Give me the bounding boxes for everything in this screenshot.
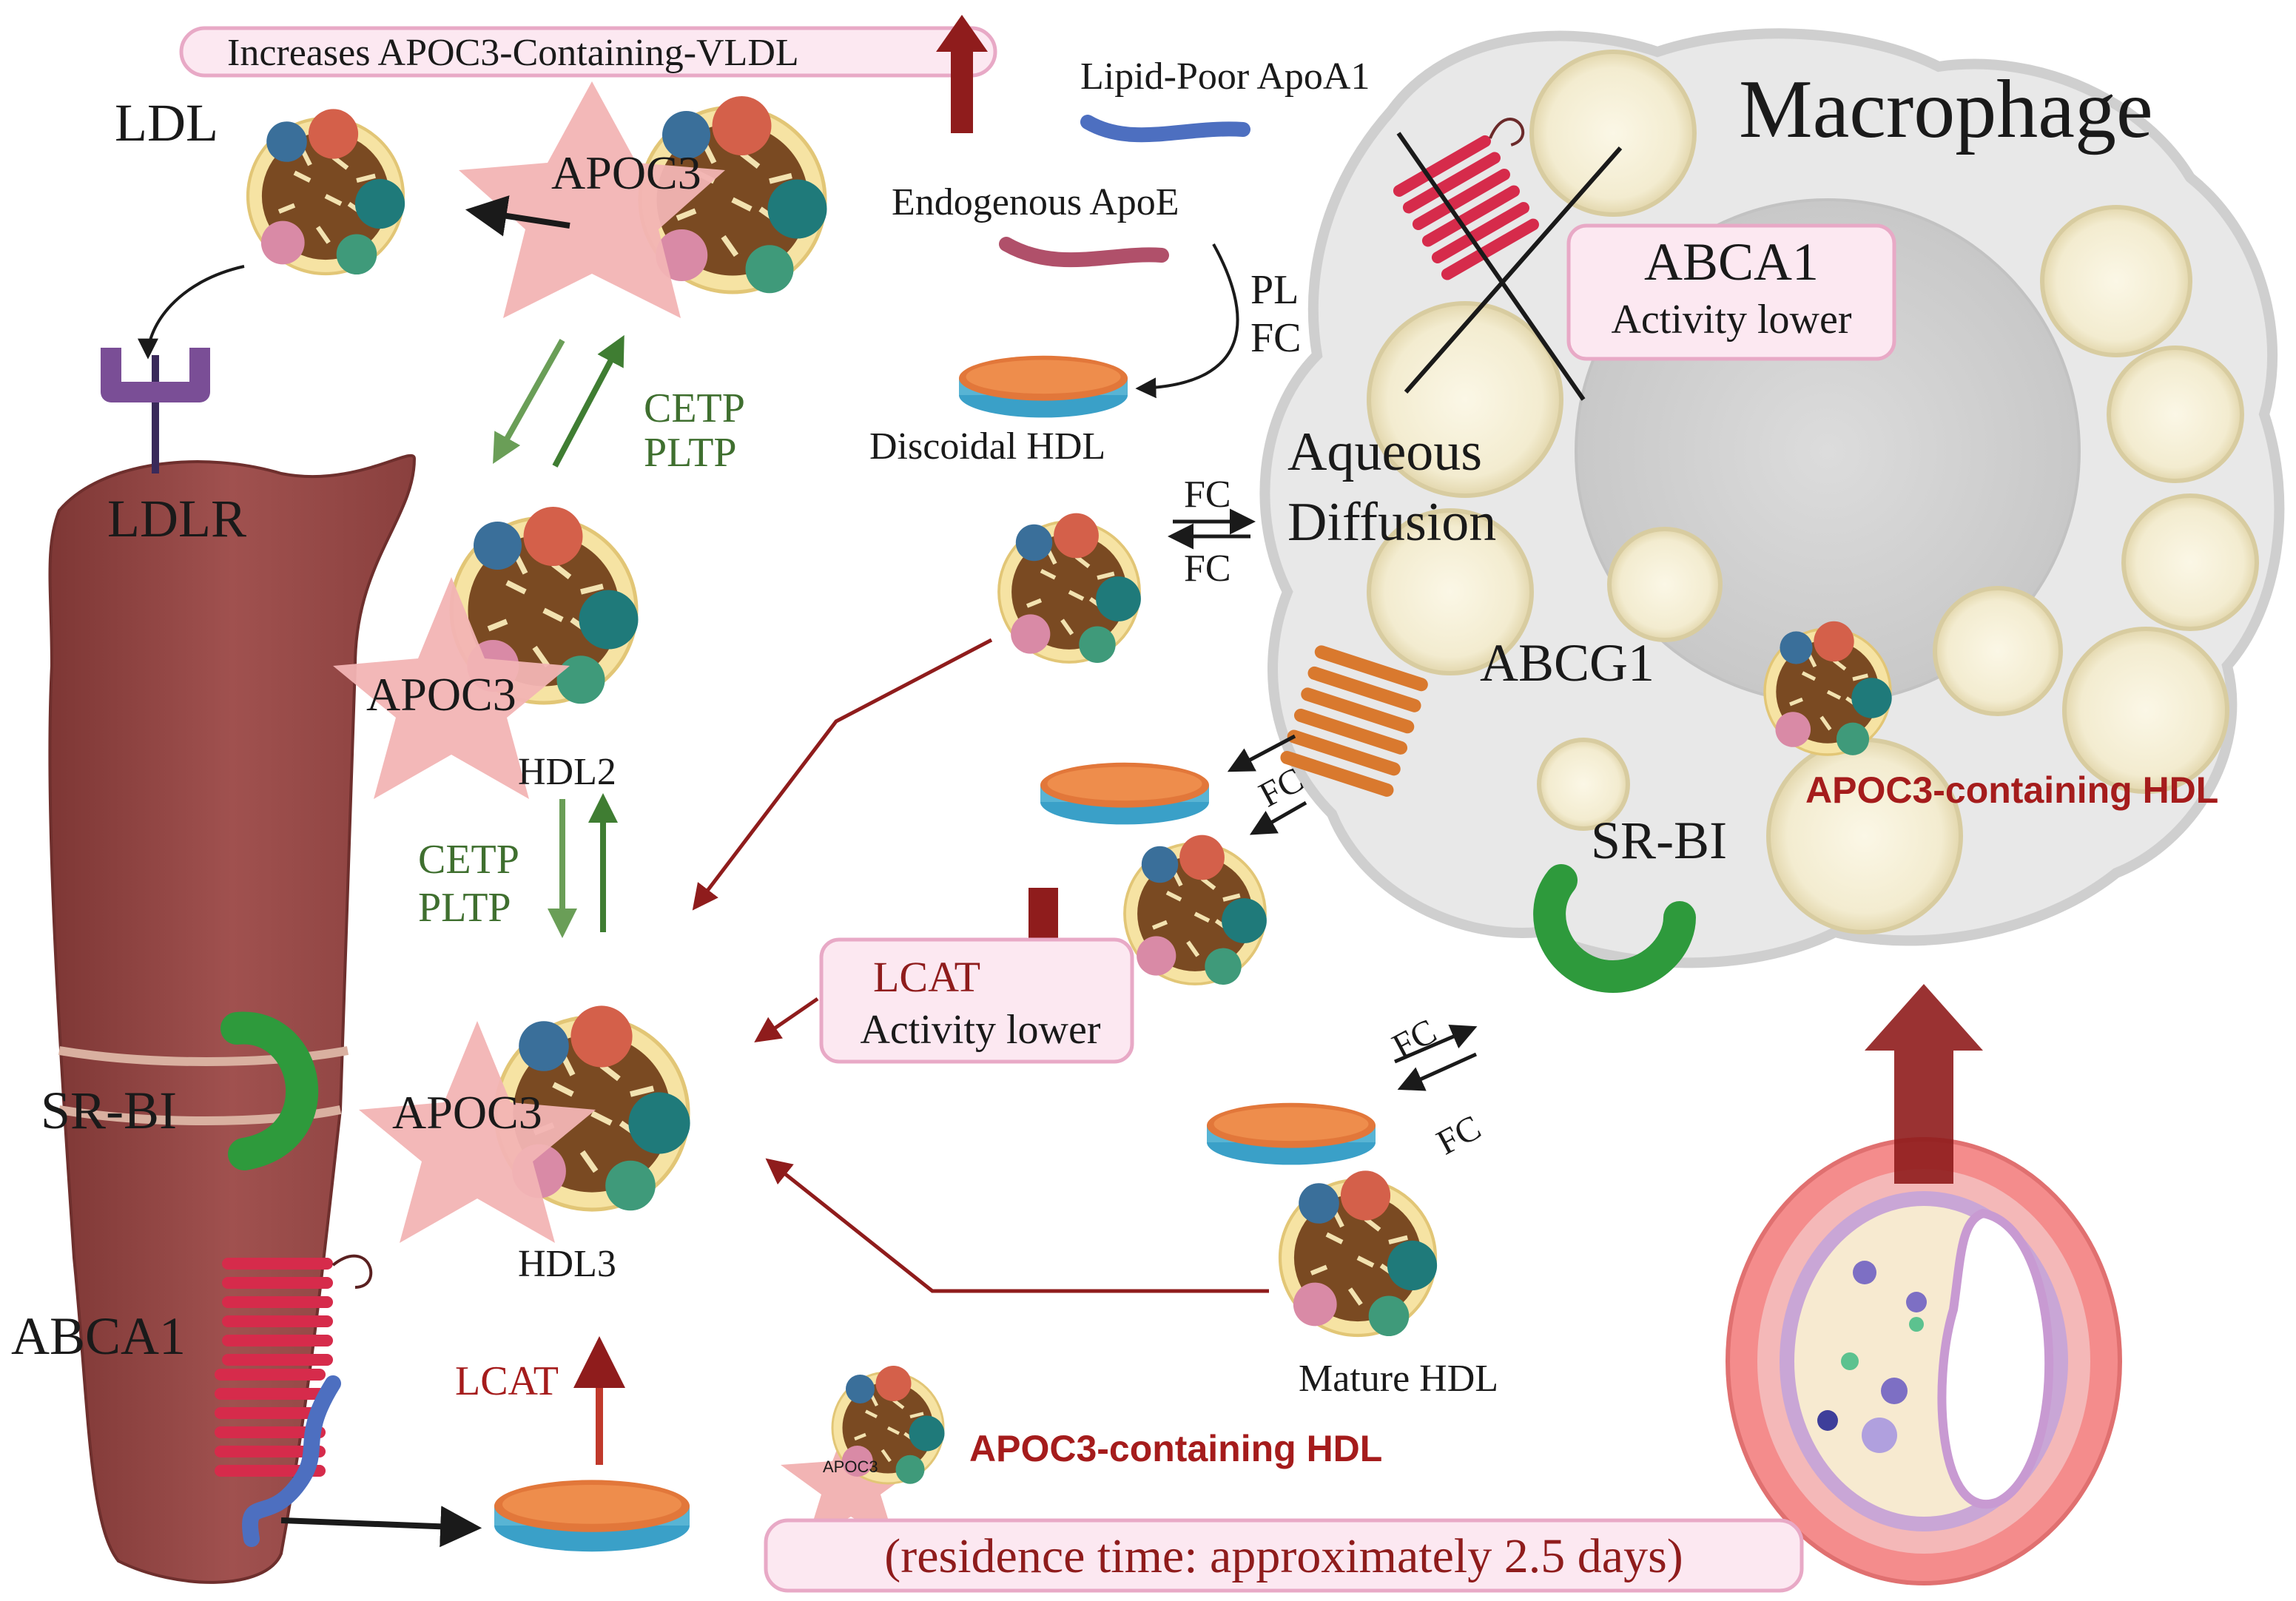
lcat-mid-label: LCAT	[873, 953, 980, 1001]
bottom-apoc3-small-label: APOC3	[823, 1457, 878, 1476]
pltp-top-label: PLTP	[644, 430, 737, 476]
abca1-activity-label: Activity lower	[1611, 297, 1851, 343]
pltp-mid-label: PLTP	[418, 885, 511, 931]
mature-fc-down-arrow	[1397, 1052, 1478, 1091]
abcg1-hdl-particle	[1125, 835, 1267, 985]
bottom-discoidal-hdl	[494, 1480, 690, 1552]
lcat-activity-box	[819, 937, 1134, 1064]
ldl-particle	[248, 109, 405, 274]
ldlr-label: LDLR	[107, 489, 246, 548]
liver-to-disc-arrow	[280, 1506, 482, 1548]
apoa1-label: Lipid-Poor ApoA1	[1080, 55, 1370, 98]
vldl-to-ldl-arrow	[465, 195, 570, 237]
diffusion-label: Diffusion	[1287, 492, 1496, 553]
discoidal-hdl-label: Discoidal HDL	[869, 425, 1105, 468]
center-hdl-particle	[999, 513, 1141, 663]
apoe-strand	[999, 237, 1169, 268]
residence-time-box	[764, 1518, 1804, 1593]
abca1-cross-line	[1396, 132, 1586, 401]
abca1-cross-line	[1404, 146, 1623, 394]
ldl-to-ldlr-arrow	[138, 265, 245, 360]
pl-label: PL	[1250, 267, 1299, 313]
mature-fc-top-label: FC	[1386, 1011, 1443, 1066]
abca1-label: ABCA1	[1644, 232, 1819, 291]
abcg1-disc-hdl	[1040, 762, 1209, 825]
abca1-activity-box	[1566, 223, 1896, 361]
mature-disc-hdl	[1207, 1102, 1376, 1165]
liver-abca1-label: ABCA1	[11, 1307, 186, 1366]
hdl2-apoc3-star	[333, 577, 570, 799]
macrophage-abca1-receptor	[1391, 118, 1541, 283]
mature-hdl-particle	[1280, 1170, 1437, 1336]
artery-cross-section	[1726, 1137, 2122, 1585]
cetp-up-arrow	[552, 334, 625, 468]
macrophage-srbi-label: SR-BI	[1591, 811, 1727, 870]
hdl2-apoc3-label: APOC3	[366, 668, 516, 721]
discoidal-hdl	[959, 355, 1128, 418]
vldl-increase-label: Increases APOC3-Containing-VLDL	[227, 32, 799, 74]
apoa1-strand	[1080, 115, 1250, 143]
pl-fc-arrow	[1135, 243, 1239, 399]
cetp-down-arrow	[493, 339, 565, 464]
cetp-mid-label: CETP	[418, 837, 519, 883]
vldl-increase-arrow	[936, 15, 988, 133]
lcat-activity-label: Activity lower	[860, 1007, 1100, 1053]
mature-to-hdl3-arrow	[765, 1158, 1269, 1293]
liver-abca1-receptor	[222, 1254, 373, 1366]
hdl3-label: HDL3	[518, 1243, 616, 1285]
center-to-hdl3-arrow	[692, 638, 993, 911]
ldlr-receptor	[101, 348, 210, 402]
macrophage-apoc3-hdl-label: APOC3-containing HDL	[1805, 769, 2218, 811]
residence-time-label: (residence time: approximately 2.5 days)	[884, 1529, 1683, 1583]
mature-hdl-label: Mature HDL	[1299, 1358, 1498, 1400]
hdl3-apoc3-star	[359, 1021, 596, 1243]
artery-to-macrophage-arrow	[1865, 984, 1983, 1184]
bottom-apoc3-hdl-label: APOC3-containing HDL	[969, 1428, 1382, 1469]
macrophage-srbi-receptor	[1533, 864, 1696, 994]
pl-fc-label: FC	[1250, 315, 1302, 361]
abcg1-fc-arrow	[1249, 800, 1307, 835]
lcat-to-hdl3-arrow	[754, 997, 819, 1042]
liver-apoa1-strand	[242, 1375, 341, 1547]
mature-fc-up-arrow	[1394, 1024, 1478, 1064]
vldl-increase-box	[179, 26, 997, 78]
apoe-label: Endogenous ApoE	[892, 181, 1179, 223]
macrophage-label: Macrophage	[1739, 64, 2153, 155]
lcat-bottom-label: LCAT	[455, 1358, 559, 1404]
vldl-apoc3-label: APOC3	[551, 146, 701, 199]
fc-top-label: FC	[1184, 473, 1231, 516]
abcg1-fc-arrow	[1227, 734, 1296, 772]
hdl3-apoc3-label: APOC3	[392, 1086, 542, 1139]
bottom-apoc3-star	[781, 1413, 921, 1543]
abcg1-label: ABCG1	[1480, 633, 1654, 692]
mature-fc-bottom-label: FC	[1430, 1108, 1487, 1162]
hdl2-label: HDL2	[518, 751, 616, 793]
liver-srbi-receptor	[220, 1011, 319, 1170]
liver-srbi-label: SR-BI	[41, 1081, 177, 1140]
aqueous-label: Aqueous	[1287, 422, 1482, 482]
liver-band	[58, 1046, 349, 1066]
fc-bottom-label: FC	[1184, 547, 1231, 590]
ldl-label: LDL	[115, 93, 218, 152]
vldl-apoc3-star	[459, 81, 725, 318]
cetp-top-label: CETP	[644, 385, 745, 431]
